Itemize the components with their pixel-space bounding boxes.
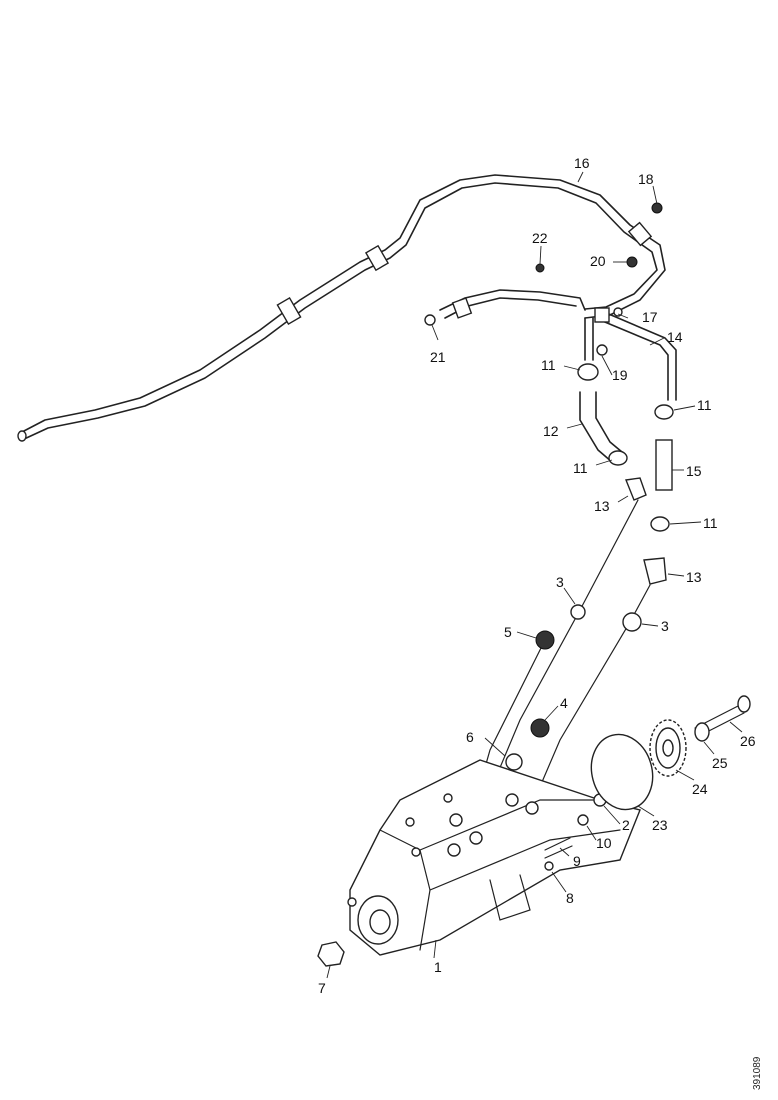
callout-20: 20: [590, 253, 606, 269]
callout-19: 19: [612, 367, 628, 383]
callout-13-b: 13: [686, 569, 702, 585]
seal-ring-23: [590, 733, 654, 811]
hose-12: [577, 363, 628, 466]
elbow-13: [625, 477, 667, 585]
callout-18: 18: [638, 171, 654, 187]
callout-12: 12: [543, 423, 559, 439]
callout-21: 21: [430, 349, 446, 365]
callout-1: 1: [434, 959, 442, 975]
callout-17: 17: [642, 309, 658, 325]
pipe-14: [584, 307, 677, 401]
callout-23: 23: [652, 817, 668, 833]
callout-13-a: 13: [594, 498, 610, 514]
fittings: [535, 202, 663, 356]
callout-11-d: 11: [703, 515, 718, 531]
nut-7: [317, 941, 345, 967]
callout-26: 26: [740, 733, 756, 749]
bolt-26: [694, 695, 751, 742]
callout-10: 10: [596, 835, 612, 851]
callout-15: 15: [686, 463, 702, 479]
callout-3-a: 3: [556, 574, 564, 590]
pipe-21-branch: [424, 289, 586, 326]
callout-6: 6: [466, 729, 474, 745]
callout-7: 7: [318, 980, 326, 996]
gear-24: [649, 719, 687, 777]
pump-body-1: [347, 759, 641, 956]
leader-lines: [326, 171, 743, 979]
callout-24: 24: [692, 781, 708, 797]
callout-14: 14: [667, 329, 683, 345]
hose-15: [650, 404, 674, 532]
callout-4: 4: [560, 695, 568, 711]
callout-9: 9: [573, 853, 581, 869]
callout-22: 22: [532, 230, 548, 246]
oil-pipes: [469, 499, 651, 821]
pipe-16: [17, 174, 666, 442]
drawing-code: 391089: [752, 1056, 763, 1090]
callout-25: 25: [712, 755, 728, 771]
callout-11-b: 11: [697, 397, 712, 413]
callout-3-b: 3: [661, 618, 669, 634]
callout-11-c: 11: [573, 460, 588, 476]
callout-11-a: 11: [541, 357, 556, 373]
callout-2: 2: [622, 817, 630, 833]
callout-8: 8: [566, 890, 574, 906]
callout-5: 5: [504, 624, 512, 640]
callout-16: 16: [574, 155, 590, 171]
